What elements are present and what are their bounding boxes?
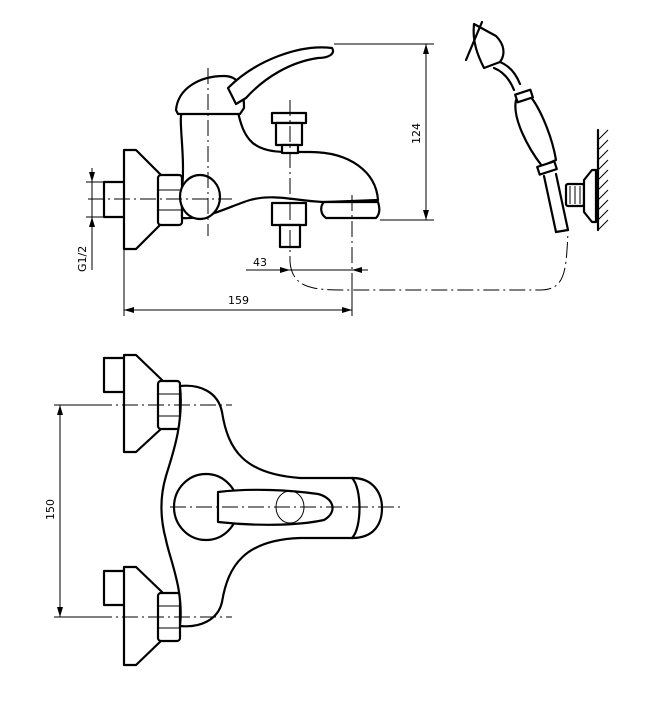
dimension-159: 159 <box>123 250 353 316</box>
diverter-knob <box>270 111 308 125</box>
shower-ring-top <box>514 88 534 104</box>
diverter-knob-body <box>274 121 304 147</box>
shower-neck <box>498 60 522 86</box>
body-ball <box>178 173 222 221</box>
top-inlet-pipe-lower <box>102 569 128 607</box>
top-flange-lower <box>122 565 164 667</box>
shower-handle <box>514 94 558 168</box>
hand-shower <box>464 20 609 234</box>
shower-connector <box>270 201 308 227</box>
top-inlet-pipe-upper <box>102 356 128 394</box>
lever-cap <box>174 74 246 116</box>
wall-holder-base <box>582 168 598 224</box>
top-spout-end <box>350 476 384 540</box>
dimension-label-43: 43 <box>253 256 267 269</box>
dimension-43: 43 <box>246 256 368 273</box>
dimension-label-124: 124 <box>410 123 423 144</box>
dimension-thread: G1/2 <box>76 168 104 272</box>
dimension-label-150: 150 <box>44 499 57 520</box>
hose-route <box>289 231 569 291</box>
side-view <box>88 46 569 291</box>
dimension-150: 150 <box>44 404 110 618</box>
spout-outlet <box>320 200 381 220</box>
dimension-label-thread: G1/2 <box>76 246 89 272</box>
dimension-label-159: 159 <box>228 294 249 307</box>
lever-handle <box>226 46 335 106</box>
top-view <box>96 353 400 667</box>
dimension-124: 124 <box>334 43 434 221</box>
shower-hose <box>542 174 558 234</box>
hex-nut <box>156 173 184 227</box>
wall-hatching <box>597 129 609 231</box>
top-flange-upper <box>122 353 164 454</box>
shower-ring-bottom <box>536 160 558 176</box>
